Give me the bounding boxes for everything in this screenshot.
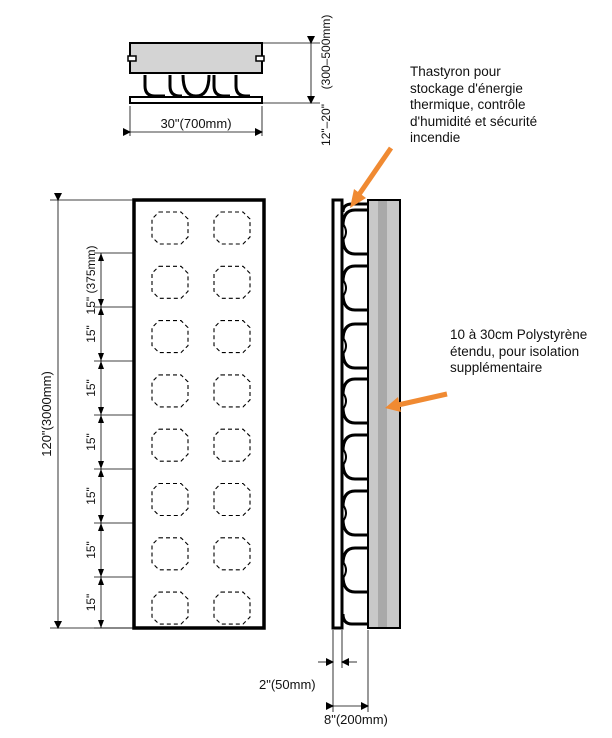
spacing-label-2: 15" xyxy=(84,325,98,343)
slot-6-2 xyxy=(213,482,251,517)
slot-6-1 xyxy=(151,482,189,517)
spacing-arrow-bottom-7 xyxy=(98,620,104,628)
spacing-label-1: 15" (375mm) xyxy=(84,246,98,315)
side-dimensions xyxy=(318,630,369,712)
side-coil-lower-1 xyxy=(341,237,368,256)
side-coil-upper-4 xyxy=(341,377,368,396)
spacing-arrow-bottom-1 xyxy=(98,299,104,307)
spacing-arrow-top-6 xyxy=(98,523,104,531)
top-view-slab xyxy=(129,42,263,74)
side-coil-lower-5 xyxy=(341,462,368,481)
slot-1-2 xyxy=(213,211,251,245)
top-dimensions xyxy=(123,36,320,136)
slot-8-2 xyxy=(213,591,251,625)
front-view-slots xyxy=(151,211,251,625)
panel-height-label: 120"(3000mm) xyxy=(39,371,54,457)
side-coil-joint-7 xyxy=(342,561,347,579)
slot-4-2 xyxy=(213,374,251,408)
slot-8-1 xyxy=(151,591,189,625)
spacing-arrow-bottom-6 xyxy=(98,569,104,577)
spacing-arrow-bottom-5 xyxy=(98,515,104,523)
top-view xyxy=(127,42,265,104)
slot-2-1 xyxy=(151,265,189,299)
slot-1-1 xyxy=(151,211,189,245)
side-coil-joint-2 xyxy=(342,279,347,297)
side-coil-upper-2 xyxy=(341,264,368,283)
spacing-arrow-bottom-2 xyxy=(98,353,104,361)
top-view-coils xyxy=(143,74,250,98)
slot-3-2 xyxy=(213,320,251,354)
side-coil-lower-3 xyxy=(341,351,368,370)
thastyron-arrow xyxy=(350,146,394,208)
spacing-arrow-bottom-3 xyxy=(98,407,104,415)
slot-3-1 xyxy=(151,320,189,354)
side-coil-upper-3 xyxy=(341,322,368,341)
side-coil-joint-6 xyxy=(342,504,347,522)
side-view-coils xyxy=(341,202,368,626)
spacing-arrow-top-4 xyxy=(98,415,104,423)
total-thickness-label: 8"(200mm) xyxy=(324,712,388,727)
side-coil-joint-5 xyxy=(342,448,347,466)
top-view-base-plate xyxy=(129,96,263,104)
side-coil-joint-1 xyxy=(342,223,347,241)
polystyrene-annotation: 10 à 30cm Polystyrène étendu, pour isola… xyxy=(450,327,588,375)
spacing-arrow-top-2 xyxy=(98,307,104,315)
top-width-label: 30"(700mm) xyxy=(160,116,231,131)
side-coil-bottom xyxy=(341,613,368,626)
top-height-metric-label: (300–500mm) xyxy=(319,15,333,90)
side-view-insulation-band xyxy=(378,201,387,627)
top-view-notch-right xyxy=(255,55,265,62)
side-coil-lower-6 xyxy=(341,518,368,537)
spacing-label-3: 15" xyxy=(84,379,98,397)
side-coil-joint-3 xyxy=(342,337,347,355)
slot-5-2 xyxy=(213,428,251,462)
spacing-label-7: 15" xyxy=(84,594,98,612)
side-coil-lower-4 xyxy=(341,406,368,425)
side-coil-upper-1 xyxy=(341,208,368,227)
spacing-label-4: 15" xyxy=(84,433,98,451)
side-view-wall xyxy=(331,198,344,630)
top-view-notch-left xyxy=(127,55,137,62)
spacing-arrow-top-5 xyxy=(98,469,104,477)
side-coil-upper-6 xyxy=(341,489,368,508)
slot-7-2 xyxy=(213,537,251,571)
side-coil-lower-2 xyxy=(341,293,368,312)
spacing-arrow-top-1 xyxy=(98,253,104,261)
spacing-label-5: 15" xyxy=(84,487,98,505)
slot-2-2 xyxy=(213,265,251,299)
side-coil-joint-4 xyxy=(342,392,347,410)
thastyron-annotation: Thastyron pour stockage d'énergie thermi… xyxy=(410,64,538,145)
spacing-arrow-top-3 xyxy=(98,361,104,369)
side-coil-lower-7 xyxy=(341,575,368,594)
polystyrene-arrow xyxy=(385,391,448,412)
wall-thickness-label: 2"(50mm) xyxy=(259,677,316,692)
front-view-panel xyxy=(132,198,266,630)
spacing-label-6: 15" xyxy=(84,541,98,559)
slot-4-1 xyxy=(151,374,189,408)
side-coil-upper-5 xyxy=(341,433,368,452)
spacing-arrow-bottom-4 xyxy=(98,461,104,469)
top-height-imperial-label: 12"–20" xyxy=(319,104,333,146)
side-coil-upper-7 xyxy=(341,546,368,565)
slot-5-1 xyxy=(151,428,189,462)
spacing-arrow-top-7 xyxy=(98,577,104,585)
slot-7-1 xyxy=(151,537,189,571)
spacing-dimensions: 15" (375mm) 15" 15" 15" 15" 15" 15" xyxy=(84,246,134,629)
